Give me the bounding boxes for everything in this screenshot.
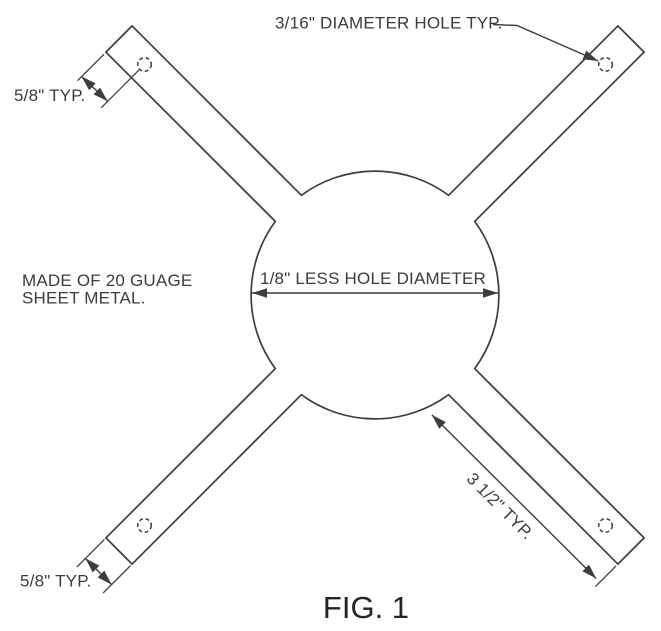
tl-dimension-label: 5/8" TYP. bbox=[14, 86, 85, 105]
br-dimension-line bbox=[431, 414, 597, 579]
mounting-hole-top-right bbox=[597, 56, 614, 73]
bl-extension-upper-edge bbox=[76, 538, 105, 568]
bl-dimension-line bbox=[84, 557, 113, 586]
tl-extension-hole bbox=[100, 69, 140, 109]
material-note-line2: SHEET METAL. bbox=[22, 289, 146, 308]
mounting-hole-top-left bbox=[136, 56, 153, 73]
tl-dimension-line bbox=[81, 75, 109, 102]
mounting-hole-bottom-right bbox=[597, 517, 614, 534]
br-dimension-label: 3 1/2" TYP. bbox=[463, 469, 537, 543]
br-extension-end-edge bbox=[594, 565, 617, 588]
hole-note-label: 3/16" DIAMETER HOLE TYP. bbox=[275, 14, 503, 33]
figure-caption: FIG. 1 bbox=[323, 590, 409, 625]
diameter-note-label: 1/8" LESS HOLE DIAMETER bbox=[260, 269, 486, 288]
material-note-line1: MADE OF 20 GUAGE bbox=[22, 271, 192, 290]
bl-dimension-label: 5/8" TYP. bbox=[20, 572, 91, 591]
bl-extension-lower-edge bbox=[102, 565, 132, 594]
mounting-hole-bottom-left bbox=[136, 517, 153, 534]
hole-note-leader bbox=[492, 23, 599, 62]
bracket-outline bbox=[104, 24, 646, 566]
